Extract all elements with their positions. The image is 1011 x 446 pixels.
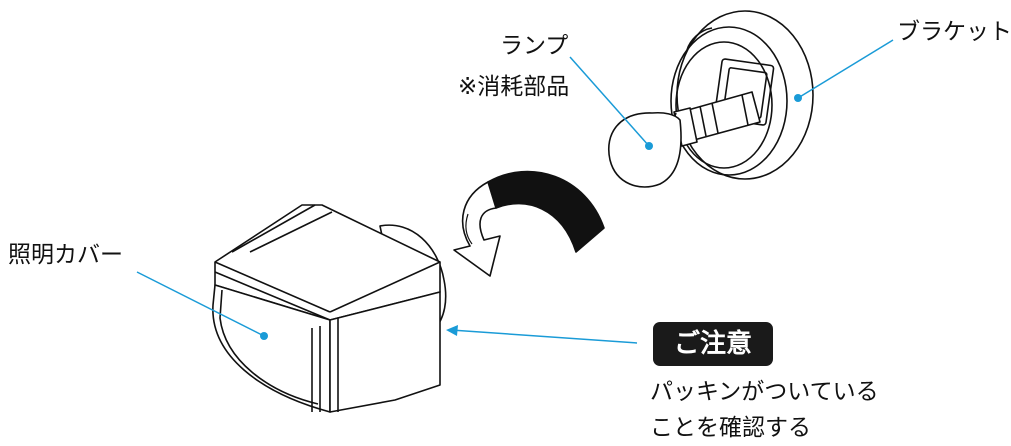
lamp-leader — [570, 57, 649, 146]
caution-note-line-1: パッキンがついている — [650, 378, 879, 406]
caution-note-line-2: ことを確認する — [650, 414, 811, 442]
rotation-arrow — [454, 172, 604, 276]
bracket-leader — [798, 40, 893, 98]
bracket-label: ブラケット — [897, 18, 1011, 46]
caution-badge: ご注意 — [653, 322, 773, 366]
consumable-note: ※消耗部品 — [458, 73, 569, 101]
cover-label: 照明カバー — [8, 241, 123, 269]
bracket-pointer-dot — [794, 94, 802, 102]
caution-arrowhead — [446, 325, 458, 336]
cover-drawing — [213, 205, 446, 412]
cover-pointer-dot — [260, 332, 268, 340]
lamp-pointer-dot — [645, 142, 653, 150]
caution-leader — [451, 330, 637, 343]
lamp-label: ランプ — [500, 32, 568, 60]
